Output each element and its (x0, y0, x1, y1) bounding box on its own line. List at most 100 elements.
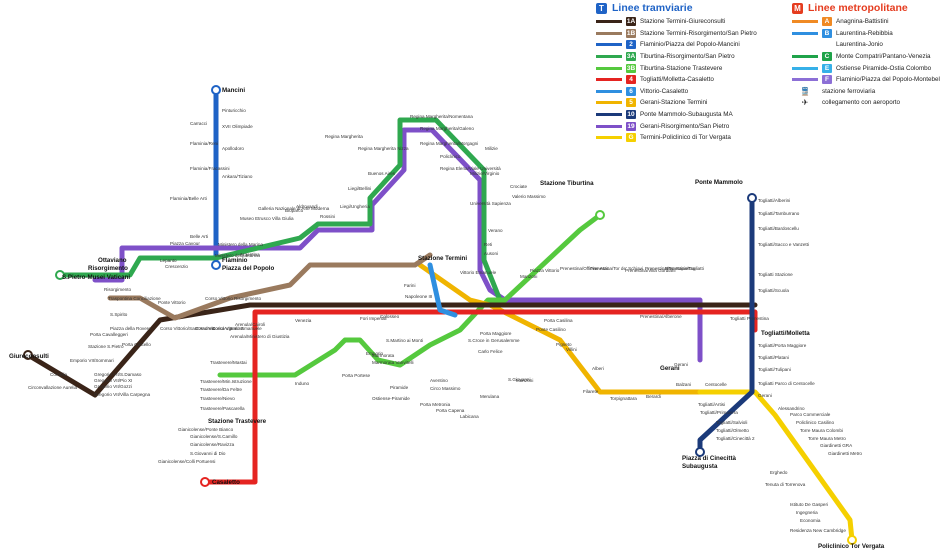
route-line-6 (427, 262, 458, 318)
stop-label: Università Sapienza (470, 201, 511, 206)
stop-label: Prenestina/Officine Atac (560, 266, 610, 271)
stop-label: Farini (404, 283, 416, 288)
stop-label: Verano (488, 228, 503, 233)
stop-label: Ankara/Tiziano (222, 174, 253, 179)
stop-label: Flaminia/Belle Arti (170, 196, 207, 201)
stop-label: Induno (295, 381, 309, 386)
stop-label: Policlinico Casilino (796, 420, 834, 425)
stop-label: Ponte Casilino (536, 327, 566, 332)
stop-label: Ministero della Marina (218, 242, 263, 247)
line-name: Flaminio/Piazza del Popolo-Mancini (640, 41, 740, 49)
stop-label: Torre Maura Metro (808, 436, 846, 441)
stop-label: Trastevere/Min.Istruzione (200, 379, 252, 384)
stop-label: Corso Vittorio Risorgimento (205, 296, 262, 301)
line-swatch (596, 78, 622, 82)
stop-label: Gianicolense/Colli Portuensi (158, 459, 215, 464)
stop-label: Villini (566, 347, 577, 352)
line-badge: 10 (626, 110, 636, 120)
route-line-10 (697, 195, 755, 455)
terminal-dot[interactable] (211, 260, 221, 270)
stop-label: Buenos Aires (368, 171, 396, 176)
line-name: Anagnina-Battistini (836, 18, 889, 26)
stop-label: S.Spirito (110, 312, 128, 317)
stop-label: Belle Arti (190, 234, 208, 239)
line-badge: E (822, 63, 832, 73)
label-casaletto: Casaletto (212, 479, 240, 486)
terminal-dot[interactable] (695, 447, 705, 457)
legend-metro-row: Laurentina-Jonio (792, 39, 940, 51)
stop-label: Togliatti/Olmetto (716, 428, 749, 433)
stop-label: Alessandrino (778, 406, 805, 411)
line-badge: 6 (626, 86, 636, 96)
terminal-dot[interactable] (847, 535, 857, 545)
terminal-dot[interactable] (747, 193, 757, 203)
line-name: Togliatti/Molletta-Casaletto (640, 76, 714, 84)
route-line-1b (107, 252, 433, 321)
label-s-pietro-musei: S.Pietro-Musei Vaticani (62, 274, 130, 281)
stop-label: Ministero della Marina (215, 253, 260, 258)
stop-label: Porta Cavalleggeri (90, 332, 128, 337)
stop-label: Carracci (190, 121, 207, 126)
stop-label: Trastevere/Nievo (200, 396, 235, 401)
terminal-dot[interactable] (55, 270, 65, 280)
line-swatch (596, 20, 622, 24)
stop-label: Gerani (674, 362, 688, 367)
legend-tram-title: Linee tramviarie (612, 2, 693, 14)
stop-label: Crociate (510, 184, 528, 189)
line-name: Monte Compatri/Pantano-Venezia (836, 53, 931, 61)
stop-label: Parco Commerciale (790, 412, 831, 417)
stop-label: S.Giovanni (508, 377, 530, 382)
stop-label: Stazione S.Pietro (88, 344, 124, 349)
label-ottaviano: Ottaviano (98, 257, 127, 264)
stop-label: Flaminia/Reni (190, 141, 218, 146)
route-line-4 (202, 309, 758, 485)
stop-label: Togliatti/Tamburrano (758, 211, 800, 216)
stop-label: Economia (800, 518, 821, 523)
terminal-dot[interactable] (23, 350, 33, 360)
stop-label: Porta Castello (122, 342, 151, 347)
stop-label: Residenza New Cambridge (790, 528, 846, 533)
stop-label: Cornelia (50, 372, 68, 377)
label-stazione-termini: Stazione Termini (418, 255, 467, 262)
stop-label: Valerio Massimo (512, 194, 546, 199)
label-subaugusta: Subaugusta (682, 463, 718, 470)
stop-label: Lepanto (160, 258, 177, 263)
stop-label: Torpignattara (610, 396, 637, 401)
stop-label: Crescenzio (165, 264, 188, 269)
stop-label: Venezia (295, 318, 312, 323)
line-swatch (596, 124, 622, 128)
line-badge: 19 (626, 121, 636, 131)
stop-label: Istituto De Gasperi (790, 502, 828, 507)
stop-label: Porta Maggiore (480, 331, 512, 336)
stop-label: Circonvallazione Aurelia (28, 385, 77, 390)
terminal-dot[interactable] (595, 210, 605, 220)
stop-label: S.Croce in Gerusalemme (468, 338, 520, 343)
line-badge: G (626, 133, 636, 143)
line-swatch (596, 31, 622, 35)
stop-label: Pigneto (556, 342, 572, 347)
stop-label: Bioparco (285, 208, 304, 213)
label-stazione-trastevere: Stazione Trastevere (208, 418, 267, 425)
label-risorgimento: Risorgimento (88, 265, 128, 272)
stop-label: Flaminia/Fracassini (190, 166, 230, 171)
stop-label: Regina Margherita Nizza (358, 146, 409, 151)
stop-label: Togliatti/Cinecittà 2 (716, 436, 755, 441)
stop-label: Piramide (390, 385, 409, 390)
stop-label: Porta Capena (436, 408, 465, 413)
stop-label: Labicana (460, 414, 479, 419)
terminal-dot[interactable] (211, 85, 221, 95)
stop-label: Piazza Cavour (170, 241, 200, 246)
stop-label: Corso Vittorio/Sant'Andrea (160, 326, 215, 331)
route-line-3a (57, 117, 503, 303)
line-name: Tiburtina-Stazione Trastevere (640, 64, 723, 72)
stop-label: Porta Casilina (544, 318, 573, 323)
line-badge: A (822, 17, 832, 27)
stop-label: Argentina (240, 252, 260, 257)
stop-label: Gregorio VII/Pio XI (94, 378, 132, 383)
terminal-dot[interactable] (200, 477, 210, 487)
stop-label: Piazza della Rovere (110, 326, 151, 331)
